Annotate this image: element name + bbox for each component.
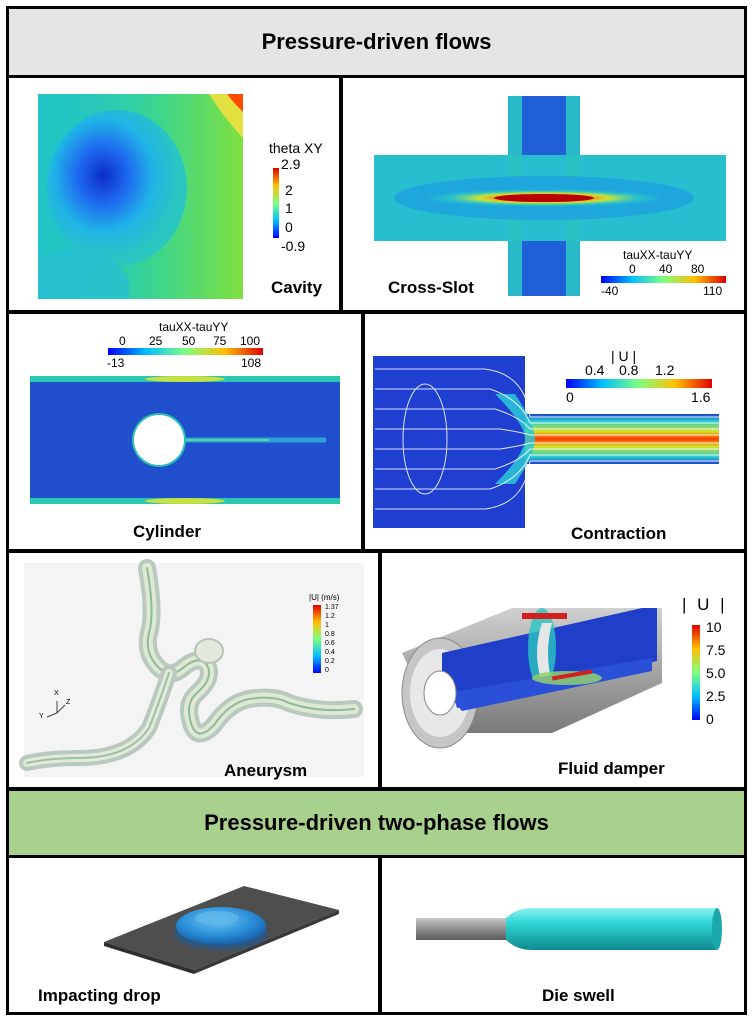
fluid-damper-tick-3: 2.5 xyxy=(706,688,726,704)
aneurysm-axis-z: Z xyxy=(66,699,71,706)
cross-slot-colorbar xyxy=(601,276,726,283)
contraction-tick-0: 0.4 xyxy=(585,362,605,378)
aneurysm-tick-1: 1.2 xyxy=(325,613,335,620)
cylinder-max: 108 xyxy=(241,356,262,370)
cross-slot-colorbar-title: tauXX-tauYY xyxy=(623,248,693,262)
cavity-tick-2: 1 xyxy=(285,200,293,216)
aneurysm-tick-0: 1.37 xyxy=(325,604,339,611)
contraction-tick-2: 1.2 xyxy=(655,362,675,378)
figure-frame: Pressure-driven flows theta XY 2.9 2 1 0… xyxy=(6,6,747,1015)
contraction-streamlines xyxy=(375,368,719,510)
cylinder-field xyxy=(30,376,340,504)
contraction-colorbar xyxy=(566,379,712,388)
die-swell-label: Die swell xyxy=(542,986,615,1005)
contraction-max: 1.6 xyxy=(691,389,711,405)
cavity-colorbar-title: theta XY xyxy=(269,140,323,156)
cross-slot-field xyxy=(374,96,726,296)
aneurysm-axis-y: Y xyxy=(39,713,44,720)
cross-slot-tick-1: 40 xyxy=(659,262,673,276)
aneurysm-tick-7: 0 xyxy=(325,667,329,674)
cylinder-colorbar xyxy=(108,348,263,355)
panel-cross-slot: tauXX-tauYY 0 40 80 -40 110 Cross-Slot xyxy=(343,78,744,310)
panel-cylinder: tauXX-tauYY 0 25 50 75 100 -13 108 Cylin… xyxy=(9,314,361,549)
impacting-drop-field xyxy=(104,886,339,974)
contraction-min: 0 xyxy=(566,389,574,405)
cavity-colorbar xyxy=(273,168,279,238)
panel-impacting-drop: Impacting drop xyxy=(9,858,378,1012)
cylinder-min: -13 xyxy=(107,356,125,370)
fluid-damper-tick-1: 7.5 xyxy=(706,642,726,658)
contraction-tick-1: 0.8 xyxy=(619,362,639,378)
aneurysm-axes xyxy=(46,701,66,718)
cavity-field xyxy=(38,94,243,299)
cylinder-tick-1: 25 xyxy=(149,334,163,348)
panel-cavity: theta XY 2.9 2 1 0 -0.9 Cavity xyxy=(9,78,339,310)
fluid-damper-label: Fluid damper xyxy=(558,759,665,778)
cylinder-tick-4: 100 xyxy=(240,334,261,348)
cavity-tick-4: -0.9 xyxy=(281,238,306,254)
fluid-damper-colorbar-title: | U | xyxy=(682,595,728,614)
aneurysm-tick-2: 1 xyxy=(325,622,329,629)
contraction-label: Contraction xyxy=(571,524,667,543)
aneurysm-tick-6: 0.2 xyxy=(325,658,335,665)
section-header-two-phase: Pressure-driven two-phase flows xyxy=(9,791,744,855)
die-swell-field xyxy=(416,908,722,950)
cavity-tick-3: 0 xyxy=(285,219,293,235)
fluid-damper-tick-0: 10 xyxy=(706,619,722,635)
fluid-damper-tick-4: 0 xyxy=(706,711,714,727)
aneurysm-field xyxy=(19,559,364,777)
panel-fluid-damper: | U | 10 7.5 5.0 2.5 0 Fluid damper xyxy=(382,553,744,787)
cylinder-tick-2: 50 xyxy=(182,334,196,348)
aneurysm-colorbar-title: |U| (m/s) xyxy=(309,593,340,602)
cross-slot-tick-0: 0 xyxy=(629,262,636,276)
impacting-drop-label: Impacting drop xyxy=(38,986,161,1005)
fluid-damper-tick-2: 5.0 xyxy=(706,665,726,681)
aneurysm-label: Aneurysm xyxy=(224,761,308,780)
aneurysm-axis-x: X xyxy=(54,690,59,697)
panel-die-swell: Die swell xyxy=(382,858,744,1012)
cross-slot-min: -40 xyxy=(601,284,619,298)
cavity-tick-0: 2.9 xyxy=(281,156,301,172)
panel-contraction: | U | 0.4 0.8 1.2 0 1.6 Contraction xyxy=(365,314,744,549)
cylinder-label: Cylinder xyxy=(133,522,202,541)
cylinder-tick-0: 0 xyxy=(119,334,126,348)
cross-slot-label: Cross-Slot xyxy=(388,278,474,297)
cross-slot-max: 110 xyxy=(703,284,723,298)
section-header-single-phase: Pressure-driven flows xyxy=(9,9,744,75)
aneurysm-tick-4: 0.6 xyxy=(325,640,335,647)
contraction-colorbar-title: | U | xyxy=(611,348,637,364)
aneurysm-tick-3: 0.8 xyxy=(325,631,335,638)
aneurysm-tick-5: 0.4 xyxy=(325,649,335,656)
cavity-tick-1: 2 xyxy=(285,182,293,198)
fluid-damper-field xyxy=(401,608,700,749)
cylinder-colorbar-title: tauXX-tauYY xyxy=(159,320,229,334)
cross-slot-tick-2: 80 xyxy=(691,262,705,276)
panel-aneurysm: X Y Z |U| (m/s) 1.37 1.2 1 0.8 0.6 0.4 0… xyxy=(9,553,378,787)
contraction-field xyxy=(373,356,719,528)
cylinder-tick-3: 75 xyxy=(213,334,227,348)
cavity-label: Cavity xyxy=(271,278,323,297)
